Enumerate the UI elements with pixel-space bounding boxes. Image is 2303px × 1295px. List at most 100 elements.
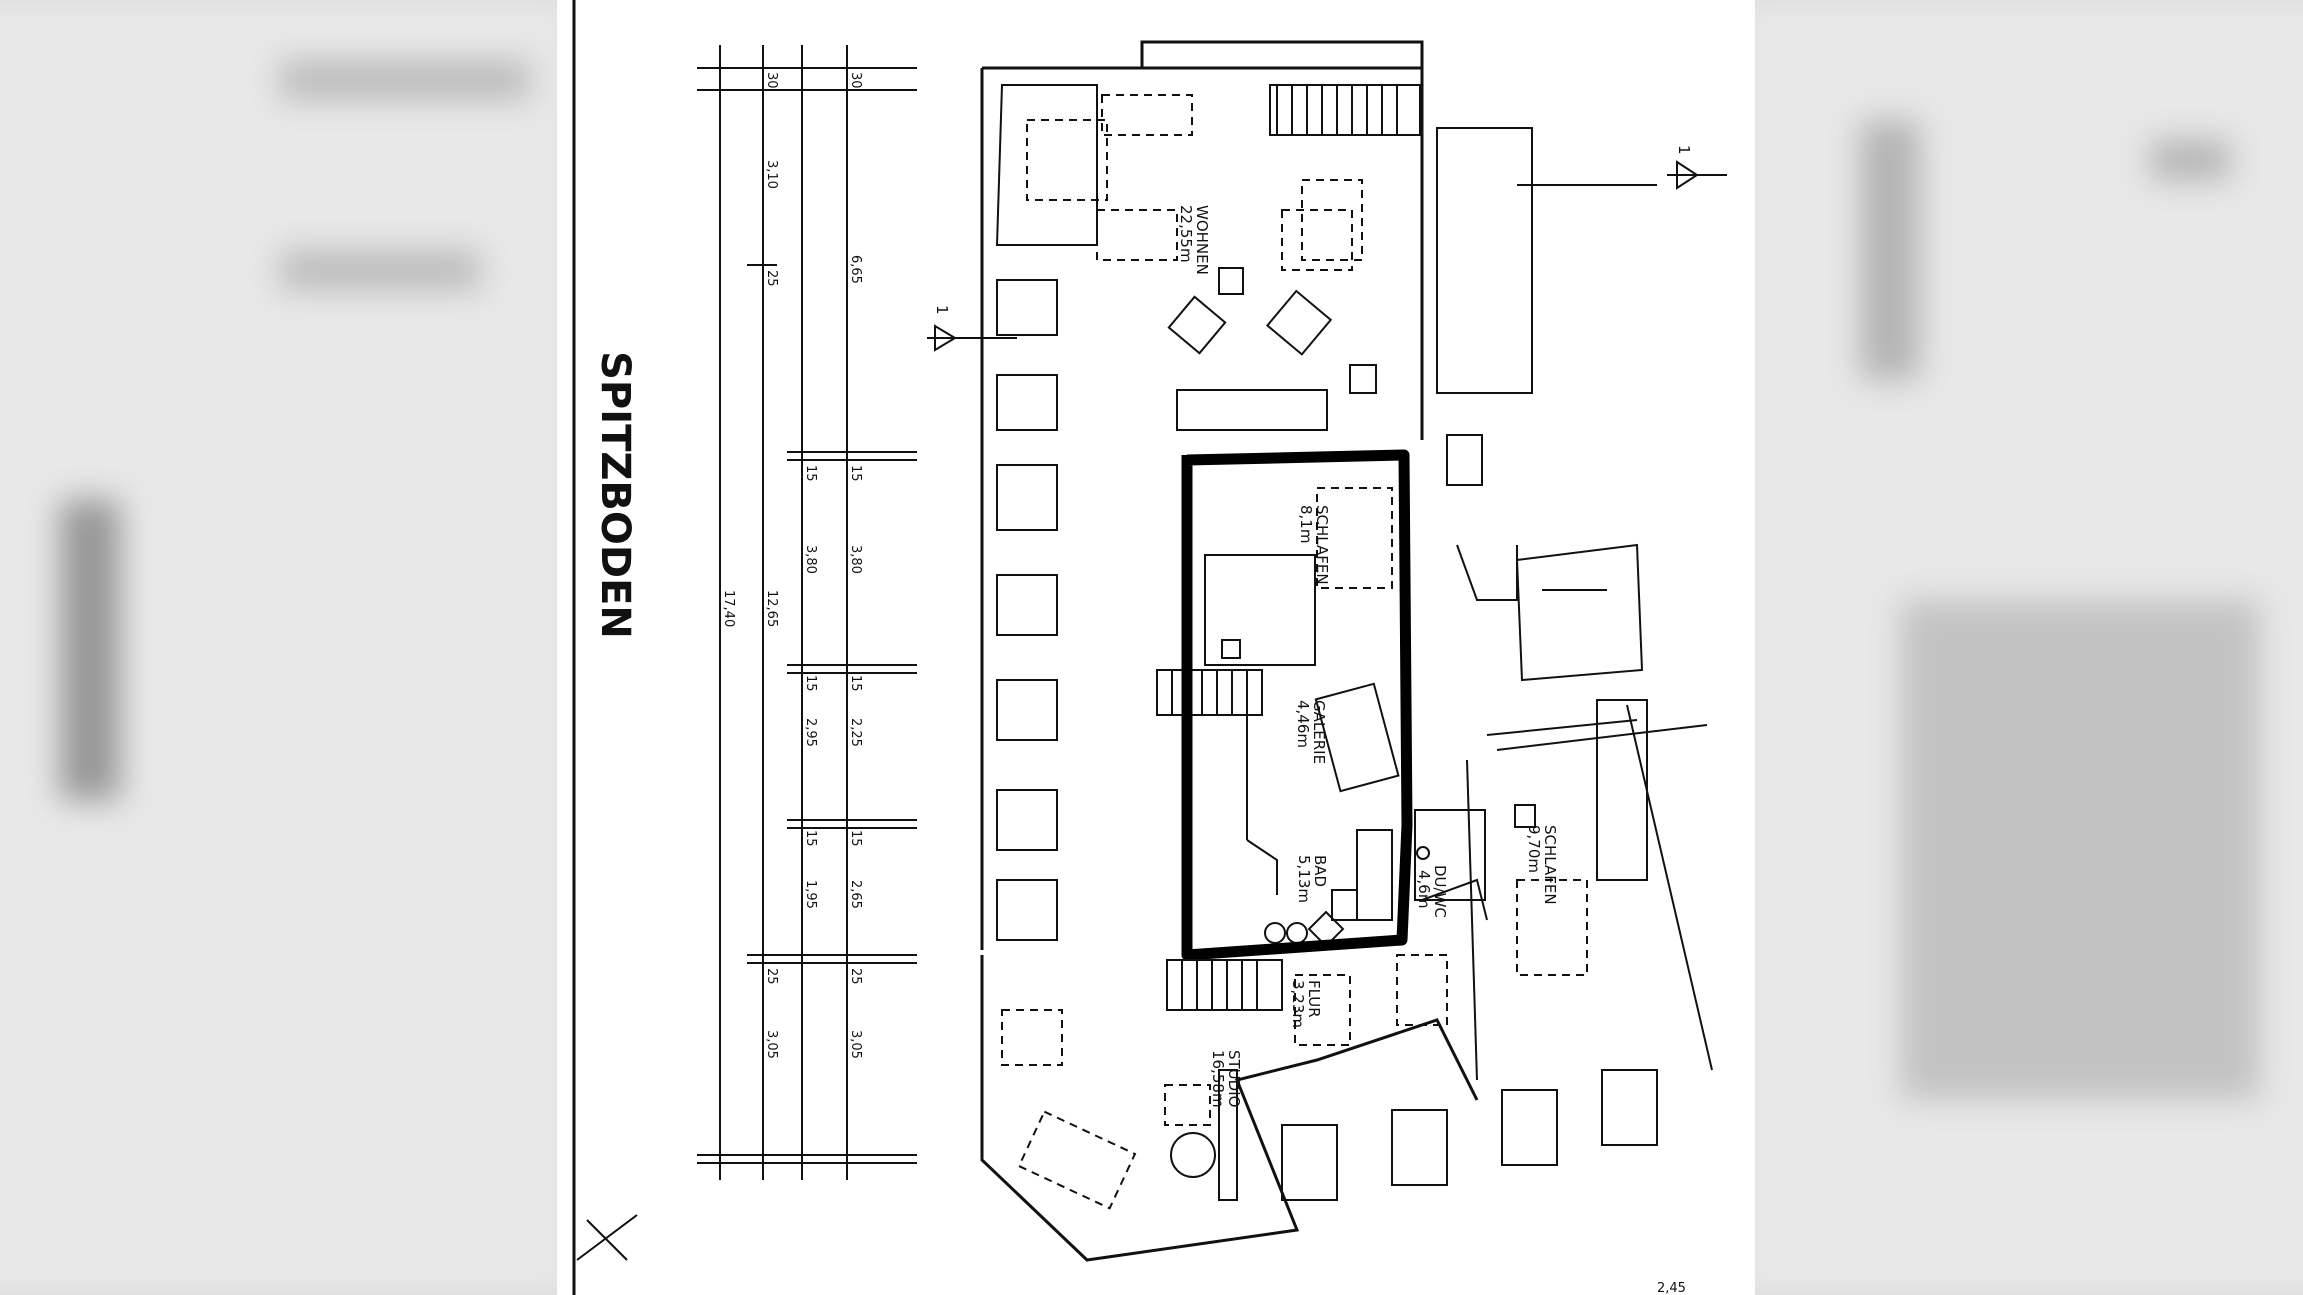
duwc-area <box>1414 809 1488 921</box>
room-label-galerie: GALERIE <box>1310 700 1328 764</box>
dim-col1: 15 <box>803 830 818 847</box>
dim-col2: 15 <box>848 675 863 692</box>
section-marker-label: 1 <box>1675 145 1693 155</box>
dim-col1: 3,10 <box>764 160 779 189</box>
washbasin <box>1264 922 1286 944</box>
cabinet <box>1331 889 1358 921</box>
highlighted-unit-interior <box>1156 487 1400 948</box>
chair-outline <box>1164 1084 1211 1126</box>
wall-segment <box>1421 878 1488 921</box>
dim-col2: 15 <box>848 465 863 482</box>
backdrop-smudge <box>280 60 530 100</box>
roof-window <box>1601 1069 1658 1146</box>
wall-segment <box>1140 40 1424 70</box>
floor-plan-sheet: SPITZBODEN WOHNEN 22,55m SCHLAFEN 8,1m G… <box>557 0 1755 1295</box>
backdrop-right <box>1740 0 2303 1295</box>
room-area-flur: 3,23m <box>1289 980 1307 1028</box>
table-outline <box>1026 119 1108 201</box>
shelf <box>1218 1069 1238 1201</box>
dim-col1: 15 <box>803 675 818 692</box>
dimension-chains <box>697 45 917 1180</box>
bed-outline <box>1516 879 1588 976</box>
stair-top <box>1269 84 1421 136</box>
drain <box>1416 846 1430 860</box>
room-label-studio: STUDIO <box>1225 1050 1243 1107</box>
section-marker-label: 1 <box>933 305 951 315</box>
closet <box>1596 699 1648 881</box>
backdrop-smudge <box>280 250 480 290</box>
room-label-duwc: DU/WC <box>1431 865 1449 918</box>
roof-window <box>1391 1109 1448 1186</box>
outer-wall <box>980 955 1479 1262</box>
cabinet-outline <box>1294 974 1351 1046</box>
roof-window <box>996 679 1058 741</box>
dim-col2: 15 <box>848 830 863 847</box>
galerie-desk <box>1314 682 1400 793</box>
building-outline <box>980 40 1479 1262</box>
dim-col1: 25 <box>764 270 779 287</box>
wall-segment <box>1466 759 1478 1081</box>
room-label-wohnen: WOHNEN <box>1193 205 1211 275</box>
plan-title: SPITZBODEN <box>592 351 638 639</box>
stair <box>1166 959 1283 1011</box>
room-label-schlafen-2: SCHLAFEN <box>1541 825 1559 905</box>
roof-window <box>996 374 1058 431</box>
bathtub <box>1356 829 1393 921</box>
section-arrow <box>1676 160 1699 190</box>
dim-bottom: 2,45 <box>1657 1281 1686 1295</box>
section-arrow <box>934 324 957 352</box>
room-area-galerie: 4,46m <box>1294 700 1312 748</box>
roof-windows-bottom <box>1281 724 1708 1201</box>
shower <box>1414 809 1486 901</box>
counter-outline <box>1096 209 1178 261</box>
chimney-box <box>1218 267 1244 295</box>
dim-overall: 17,40 <box>721 590 736 627</box>
roof-window <box>1501 1089 1558 1166</box>
room-area-wohnen: 22,55m <box>1177 205 1195 263</box>
chimney <box>1446 434 1483 486</box>
chimney-box <box>1349 364 1377 394</box>
room-area-schlafen-2: 9,70m <box>1525 825 1543 873</box>
backdrop-smudge <box>60 500 120 800</box>
studio-area <box>1001 1009 1238 1210</box>
room-wohnen-outline <box>995 84 1421 431</box>
room-area-schlafen-1: 8,1m <box>1297 505 1315 543</box>
balcony <box>1515 543 1644 682</box>
wall-segment <box>1486 719 1638 736</box>
dim-col2: 30 <box>848 72 863 89</box>
dim-col1: 30 <box>764 72 779 89</box>
kitchen-block <box>995 84 1098 246</box>
dim-col2: 6,65 <box>848 255 863 284</box>
wall-segment <box>1496 724 1708 751</box>
cabinet-outline <box>1396 954 1448 1026</box>
chimney-box <box>1514 804 1536 828</box>
wall-segment <box>1246 839 1278 895</box>
dim-middle: 12,65 <box>764 590 779 627</box>
cabinet-outline <box>1101 94 1193 136</box>
dim-col1: 15 <box>803 465 818 482</box>
backdrop-smudge <box>1900 600 2260 1100</box>
bed-outline <box>1316 487 1393 589</box>
wall-segment <box>1626 704 1713 1071</box>
cabinet-outline <box>1281 209 1353 271</box>
room-area-duwc: 4,6m <box>1415 870 1433 908</box>
room-area-bad: 5,13m <box>1295 855 1313 903</box>
roof-window <box>996 574 1058 636</box>
unit-highlight-outline <box>1181 449 1413 961</box>
armchair <box>1265 289 1333 356</box>
bed <box>1204 554 1316 666</box>
dim-col2: 2,65 <box>848 880 863 909</box>
room-area-studio: 16,58m <box>1209 1050 1227 1108</box>
roof-window <box>1281 1124 1338 1201</box>
dim-col1: 1,95 <box>803 880 818 909</box>
backdrop-smudge <box>2150 140 2230 180</box>
room-label-bad: BAD <box>1311 855 1329 887</box>
dim-col2: 3,05 <box>848 1030 863 1059</box>
washbasin <box>1286 922 1308 944</box>
right-side-structures <box>1436 127 1713 1081</box>
round-table <box>1170 1132 1216 1178</box>
north-arrow-line <box>586 1219 628 1261</box>
dim-col1: 3,80 <box>803 545 818 574</box>
chimney-box <box>1221 639 1241 659</box>
